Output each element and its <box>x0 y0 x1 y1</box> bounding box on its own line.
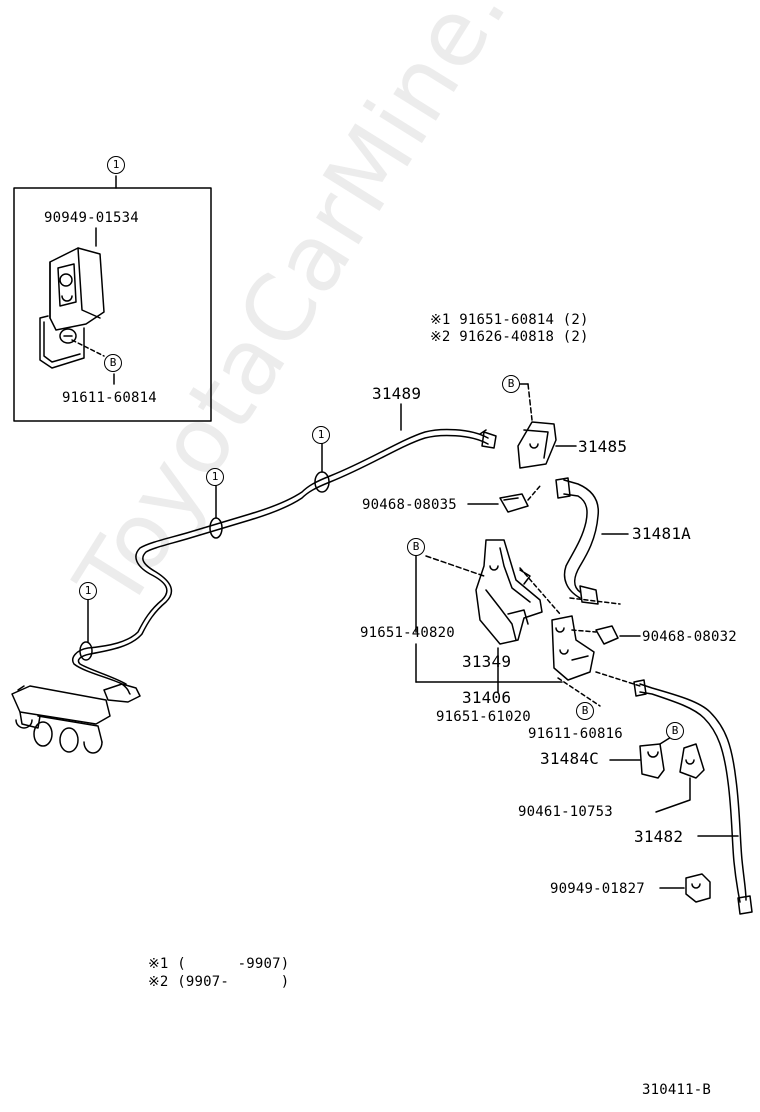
clip-90468-08035 <box>467 485 541 513</box>
part-label-90468-08032: 90468-08032 <box>642 629 737 645</box>
part-label-90461-10753: 90461-10753 <box>518 804 613 820</box>
variant-note-1: ※1 91651-60814 (2) <box>430 312 589 328</box>
clip-90468-08032 <box>571 625 641 645</box>
bolt-marker-b-2: B <box>407 538 425 556</box>
part-label-31482: 31482 <box>634 827 684 846</box>
part-label-91651-40820: 91651-40820 <box>360 625 455 641</box>
bracket-31485 <box>517 383 577 469</box>
part-label-31489: 31489 <box>372 384 422 403</box>
part-label-31481a: 31481A <box>632 524 691 543</box>
bracket-31406 <box>551 615 641 707</box>
part-label-91651-61020: 91651-61020 <box>436 709 531 725</box>
part-label-31406: 31406 <box>462 688 512 707</box>
bolt-marker-b-4: B <box>666 722 684 740</box>
callout-one-3: 1 <box>79 582 97 600</box>
bracket-90461-10753 <box>655 743 705 813</box>
hose-31481a <box>555 477 629 605</box>
variant-note-2: ※2 91626-40818 (2) <box>430 329 589 345</box>
diagram-code: 310411-B <box>642 1082 712 1098</box>
pipe-31482 <box>633 679 753 915</box>
delivery-pipe <box>11 685 111 754</box>
part-label-31349: 31349 <box>462 652 512 671</box>
connector-90949-01827 <box>659 873 711 903</box>
part-label-90949-01534: 90949-01534 <box>44 210 139 226</box>
part-label-31485: 31485 <box>578 437 628 456</box>
legend-line-2: ※2 (9907- ) <box>148 974 290 990</box>
part-label-90949-01827: 90949-01827 <box>550 881 645 897</box>
legend-line-1: ※1 ( -9907) <box>148 956 290 972</box>
bracket-31349 <box>425 539 561 645</box>
callout-one-1: 1 <box>312 426 330 444</box>
bolt-marker-b-3: B <box>576 702 594 720</box>
part-label-91611-60816: 91611-60816 <box>528 726 623 742</box>
part-label-31484c: 31484C <box>540 749 599 768</box>
inset-box <box>13 175 212 422</box>
part-label-91611-60814: 91611-60814 <box>62 390 157 406</box>
pipe-31489 <box>72 403 497 703</box>
part-label-90468-08035: 90468-08035 <box>362 497 457 513</box>
bolt-marker-inset: B <box>104 354 122 372</box>
callout-one-inset: 1 <box>107 156 125 174</box>
callout-one-2: 1 <box>206 468 224 486</box>
bolt-marker-b-1: B <box>502 375 520 393</box>
leader-frame <box>415 555 563 693</box>
